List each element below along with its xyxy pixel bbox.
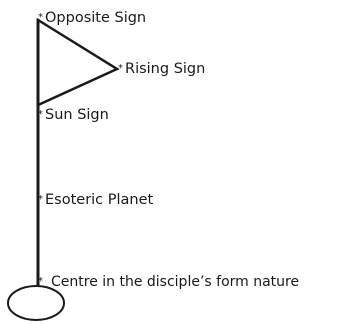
flag-triangle <box>36 17 120 107</box>
rising-sign-text: Rising Sign <box>125 61 206 77</box>
asterisk-marker: * <box>118 63 123 74</box>
centre-text: Centre in the disciple’s form nature <box>51 274 300 290</box>
asterisk-marker: * <box>38 109 43 120</box>
label-opposite-sign: *Opposite Sign <box>38 9 146 27</box>
opposite-sign-text: Opposite Sign <box>45 10 147 26</box>
sun-sign-text: Sun Sign <box>45 107 109 123</box>
esoteric-planet-text: Esoteric Planet <box>45 192 154 208</box>
asterisk-marker: * <box>38 12 43 23</box>
asterisk-marker: * <box>38 194 43 205</box>
asterisk-marker: * <box>38 276 43 287</box>
label-esoteric-planet: *Esoteric Planet <box>38 191 153 209</box>
label-sun-sign: *Sun Sign <box>38 106 109 124</box>
label-rising-sign: *Rising Sign <box>118 60 205 78</box>
label-centre: * Centre in the disciple’s form nature <box>38 273 299 291</box>
base-ellipse <box>7 285 65 321</box>
